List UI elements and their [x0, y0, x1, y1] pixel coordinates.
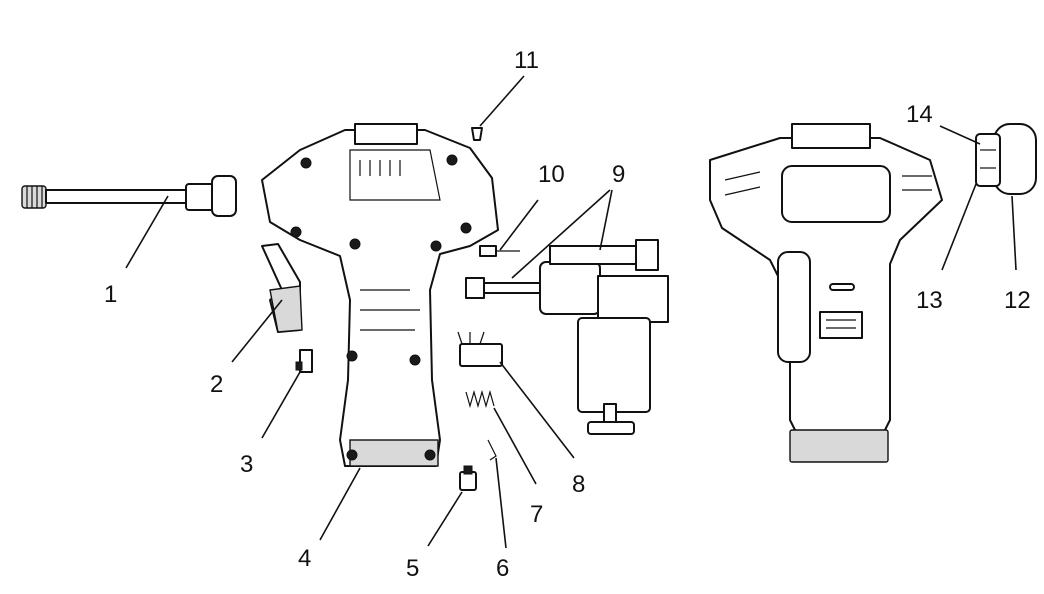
callout-4: 4	[298, 545, 311, 572]
callout-8: 8	[572, 471, 585, 498]
assembled-unit	[709, 123, 943, 463]
callout-1: 1	[104, 281, 117, 308]
leader-lines	[125, 75, 1017, 549]
callout-labels: 1 2 3 4 5 6 7 8 9 10 11 12 13 14	[104, 47, 1031, 582]
hose-tube-part	[21, 175, 237, 217]
pump-motor-part	[465, 239, 669, 435]
callout-13: 13	[916, 287, 943, 314]
screw-part	[471, 127, 483, 141]
callout-12: 12	[1004, 287, 1031, 314]
valve-cap-part	[459, 465, 477, 491]
callout-10: 10	[538, 161, 565, 188]
callout-2: 2	[210, 371, 223, 398]
callout-7: 7	[530, 501, 543, 528]
callout-11: 11	[514, 47, 539, 74]
callout-6: 6	[496, 555, 509, 582]
spring-part	[465, 389, 495, 409]
trigger-part	[261, 243, 303, 333]
callout-5: 5	[406, 555, 419, 582]
callout-9: 9	[612, 161, 625, 188]
small-pin-part	[487, 439, 497, 461]
microswitch-part	[457, 331, 503, 367]
callout-14: 14	[906, 101, 933, 128]
housing-half-part	[261, 123, 499, 467]
end-cap-part	[975, 123, 1037, 195]
callout-3: 3	[240, 451, 253, 478]
small-switch-part	[295, 349, 313, 373]
